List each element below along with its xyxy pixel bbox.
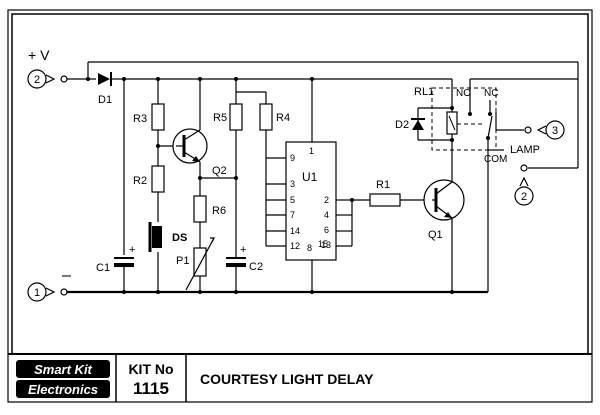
no-label: NO <box>456 88 471 99</box>
d2-label: D2 <box>395 119 409 131</box>
r2-resistor <box>151 165 165 193</box>
u1-label: U1 <box>302 170 318 184</box>
junction <box>156 144 160 148</box>
r4-resistor <box>259 103 273 131</box>
d1-diode <box>98 72 124 86</box>
r1-label: R1 <box>376 179 390 191</box>
r2-label: R2 <box>133 175 147 187</box>
u1-pin-8: 8 <box>307 243 312 253</box>
c1-plus: + <box>129 244 135 256</box>
minus-label: – <box>62 267 71 284</box>
junction <box>156 77 160 81</box>
r3-resistor <box>151 103 165 131</box>
d1-label: D1 <box>98 94 112 106</box>
junction <box>122 77 126 81</box>
r4-label: R4 <box>276 112 290 124</box>
u1-pin-14: 14 <box>290 226 300 236</box>
lamp-label: LAMP <box>510 144 540 156</box>
u1-ic <box>285 141 337 261</box>
u1-pin-4: 4 <box>324 210 329 220</box>
junction <box>450 290 454 294</box>
c1-label: C1 <box>96 262 110 274</box>
c2-label: C2 <box>249 261 263 273</box>
p1-potentiometer <box>185 237 215 292</box>
r3-label: R3 <box>133 113 147 125</box>
q2-transistor <box>172 79 208 178</box>
svg-text:2: 2 <box>521 191 527 203</box>
d2-diode <box>411 118 425 130</box>
r1-resistor <box>369 193 401 207</box>
junction <box>450 138 454 142</box>
no-contact <box>468 112 472 116</box>
plus-v-label: + V <box>28 47 50 63</box>
u1-pin-12: 12 <box>290 241 300 251</box>
c2-capacitor <box>226 257 246 292</box>
terminal-1: 1 <box>27 282 68 302</box>
u1-pin-7: 7 <box>290 210 295 220</box>
kit-label: KIT No <box>128 361 173 377</box>
brand-line-1: Smart Kit <box>34 362 92 377</box>
junction <box>350 198 354 202</box>
com-contact <box>486 136 490 140</box>
junction <box>156 290 160 294</box>
svg-text:1: 1 <box>34 287 40 299</box>
terminal-2-bottom: 2 <box>514 164 534 206</box>
u1-pin-5: 5 <box>290 195 295 205</box>
junction <box>198 290 202 294</box>
junction <box>86 77 90 81</box>
coil-mark <box>448 115 456 131</box>
junction <box>122 290 126 294</box>
svg-text:3: 3 <box>552 125 558 137</box>
outer-frame <box>7 9 593 403</box>
p1-label: P1 <box>176 255 189 267</box>
u1-pin-3: 3 <box>290 179 295 189</box>
junction <box>198 77 202 81</box>
brand-line-2: Electronics <box>28 382 98 397</box>
document-title: COURTESY LIGHT DELAY <box>200 371 374 387</box>
nc-contact <box>488 112 492 116</box>
q2-label: Q2 <box>212 165 227 177</box>
terminal-3: 3 <box>524 120 565 140</box>
u1-pin-1: 1 <box>309 146 314 156</box>
junction <box>234 77 238 81</box>
smart-kit-logo: Smart Kit Electronics <box>16 360 110 398</box>
r5-resistor <box>229 103 243 131</box>
q1-transistor <box>423 140 465 292</box>
u1-pin-9: 9 <box>290 153 295 163</box>
terminal-2-top: 2 <box>27 69 68 89</box>
nc-label: NC <box>484 88 498 99</box>
c2-plus: + <box>240 244 246 256</box>
junction <box>450 106 454 110</box>
u1-pin-2: 2 <box>324 195 329 205</box>
com-label: COM <box>484 154 507 165</box>
r6-label: R6 <box>212 205 226 217</box>
svg-text:2: 2 <box>34 74 40 86</box>
u1-pin-15: 15 <box>318 239 328 249</box>
junction <box>310 290 314 294</box>
c1-capacitor <box>114 257 134 292</box>
rl1-label: RL1 <box>414 86 434 98</box>
ds-door-switch <box>148 222 162 292</box>
q1-label: Q1 <box>428 229 443 241</box>
relay-arm <box>487 115 493 139</box>
r6-resistor <box>193 195 207 223</box>
junction <box>310 77 314 81</box>
u1-pin-13: 13 <box>321 240 331 250</box>
junction <box>234 290 238 294</box>
ds-label: DS <box>172 232 187 244</box>
kit-number: 1115 <box>133 379 169 398</box>
u1-pin-6: 6 <box>324 225 329 235</box>
r5-label: R5 <box>213 112 227 124</box>
